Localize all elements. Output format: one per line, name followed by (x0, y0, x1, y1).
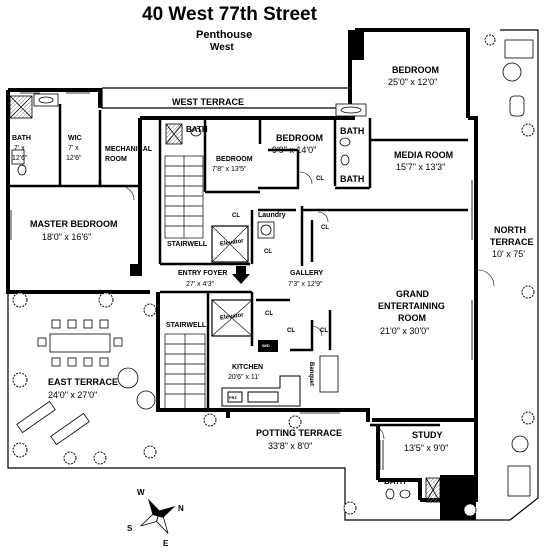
bedroom-small-label: BEDROOM (216, 156, 253, 163)
bath-right-lower-label: BATH (340, 174, 365, 184)
entry-foyer-dims: 27' x 4'3" (186, 281, 215, 288)
wic-dims2: 12'6" (66, 155, 82, 162)
freezer-label: FRZ (229, 395, 237, 400)
bath-left-label: BATH (12, 135, 31, 142)
east-terrace-dims: 24'0" x 27'0" (48, 390, 98, 400)
closet-label: CL (287, 328, 295, 334)
bath-center-label: BATH (186, 125, 208, 134)
terrace-furniture (16, 39, 534, 497)
mechanical-label-2: ROOM (105, 156, 127, 163)
potting-terrace-dims: 33'8" x 8'0" (268, 441, 313, 451)
banquet-label: Banquet (308, 362, 314, 386)
bedroom-mid-label: BEDROOM (276, 133, 323, 143)
entry-foyer-label: ENTRY FOYER (178, 270, 228, 277)
media-room-label: MEDIA ROOM (394, 150, 454, 160)
mechanical-label-1: MECHANICAL (105, 146, 153, 153)
north-terrace-dims: 10' x 75' (492, 249, 525, 259)
bath-study-label: BATH (384, 477, 406, 486)
washer-dryer-label: W/D (262, 343, 270, 348)
kitchen-counters (221, 375, 301, 407)
wic-dims1: 7' x (68, 145, 79, 152)
stairwell-upper-stairs (164, 155, 204, 239)
laundry-label: Laundry (258, 212, 286, 219)
compass-s: S (127, 524, 133, 533)
media-room-dims: 15'7" x 13'3" (396, 162, 446, 172)
potting-terrace-label: POTTING TERRACE (256, 428, 343, 438)
bath-left-dims1: 7' x (14, 145, 25, 152)
closet-label: CL (321, 225, 329, 231)
master-bedroom-dims: 18'0" x 16'6" (42, 232, 92, 242)
compass-rose (140, 498, 176, 534)
bedroom-small-dims: 7'8" x 13'5" (212, 166, 247, 173)
entry-arrow (232, 266, 250, 284)
bath-fixtures (9, 93, 441, 503)
subtitle-line1: Penthouse (196, 29, 253, 41)
structural-columns (130, 30, 476, 520)
study-dims: 13'5" x 9'0" (404, 443, 449, 453)
kitchen-label: KITCHEN (232, 364, 264, 371)
stairwell-lower-label: STAIRWELL (166, 322, 207, 329)
bedroom-north-label: BEDROOM (392, 65, 439, 75)
door-swings (119, 171, 495, 440)
compass-e: E (163, 539, 169, 548)
gallery-dims: 7'3" x 12'9" (288, 281, 323, 288)
north-terrace-label-2: TERRACE (490, 237, 534, 247)
kitchen-dims: 20'6" x 11' (228, 374, 260, 381)
bath-right-upper-label: BATH (340, 126, 365, 136)
subtitle-line2: West (210, 42, 234, 53)
study-label: STUDY (412, 430, 443, 440)
closet-label: CL (316, 176, 324, 182)
closet-label: CL (232, 213, 240, 219)
bedroom-north-dims: 25'0" x 12'0" (388, 77, 438, 87)
closet-label: CL (265, 311, 273, 317)
west-terrace-label: WEST TERRACE (172, 97, 244, 107)
east-terrace-label: EAST TERRACE (48, 377, 119, 387)
stairwell-upper-label: STAIRWELL (167, 241, 208, 248)
grand-room-label-2: ENTERTAINING (378, 301, 445, 311)
bedroom-mid-dims: 9'9" x 14'0" (272, 145, 317, 155)
master-bedroom-label: MASTER BEDROOM (30, 219, 118, 229)
interior-walls (6, 104, 468, 427)
compass-n: N (178, 504, 184, 513)
grand-room-label-1: GRAND (396, 289, 429, 299)
compass-w: W (137, 488, 145, 497)
grand-room-label-3: ROOM (398, 313, 426, 323)
page-title: 40 West 77th Street (142, 4, 317, 25)
elevator-shafts (211, 225, 253, 337)
windows (7, 89, 477, 470)
plants (12, 34, 535, 517)
gallery-label: GALLERY (290, 270, 324, 277)
closet-label: CL (320, 328, 328, 334)
grand-room-dims: 21'0" x 30'0" (380, 326, 430, 336)
bath-left-dims2: 12'6" (12, 155, 28, 162)
stairwell-lower-stairs (164, 333, 206, 411)
wic-label: WIC (68, 135, 82, 142)
north-terrace-label-1: NORTH (494, 225, 526, 235)
closet-label: CL (264, 249, 272, 255)
